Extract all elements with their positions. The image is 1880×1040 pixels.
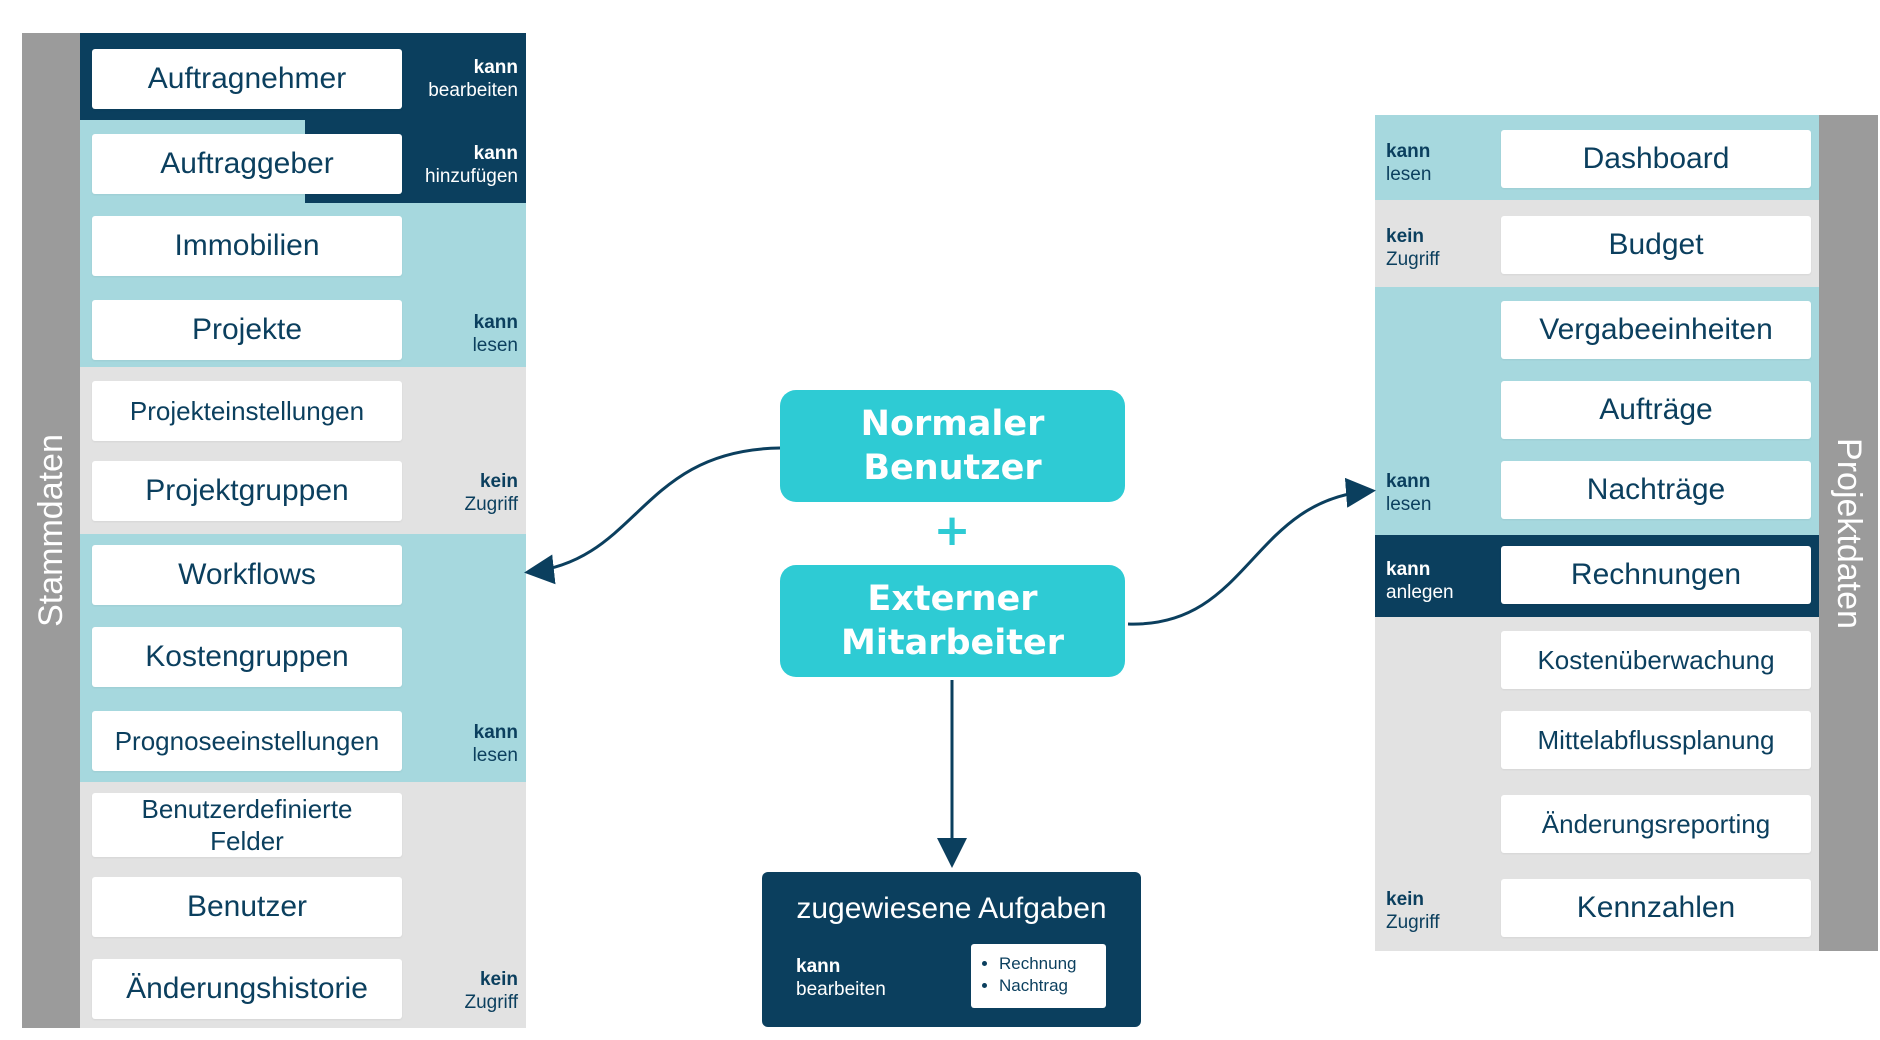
item-projektgruppen[interactable]: Projektgruppen — [92, 461, 402, 521]
item-auftraege[interactable]: Aufträge — [1501, 381, 1811, 439]
item-kennzahlen[interactable]: Kennzahlen — [1501, 879, 1811, 937]
item-aenderungsreporting[interactable]: Änderungsreporting — [1501, 795, 1811, 853]
stammdaten-sidebar: Stammdaten — [22, 33, 80, 1028]
item-workflows[interactable]: Workflows — [92, 545, 402, 605]
task-item-rechnung: Rechnung — [999, 953, 1106, 975]
item-projekteinstellungen[interactable]: Projekteinstellungen — [92, 381, 402, 441]
item-auftraggeber[interactable]: Auftraggeber — [92, 134, 402, 194]
assigned-tasks-list: Rechnung Nachtrag — [971, 944, 1106, 1008]
item-aenderungshistorie[interactable]: Änderungshistorie — [92, 959, 402, 1019]
item-nachtraege[interactable]: Nachträge — [1501, 461, 1811, 519]
item-mittelabflussplanung[interactable]: Mittelabflussplanung — [1501, 711, 1811, 769]
item-immobilien[interactable]: Immobilien — [92, 216, 402, 276]
item-benutzerdefinierte-felder[interactable]: Benutzerdefinierte Felder — [92, 793, 402, 857]
item-kostengruppen[interactable]: Kostengruppen — [92, 627, 402, 687]
projektdaten-sidebar: Projektdaten — [1819, 115, 1878, 951]
item-benutzer[interactable]: Benutzer — [92, 877, 402, 937]
item-auftragnehmer[interactable]: Auftragnehmer — [92, 49, 402, 109]
item-prognoseeinstellungen[interactable]: Prognoseeinstellungen — [92, 711, 402, 771]
role-normaler-benutzer[interactable]: Normaler Benutzer — [780, 390, 1125, 502]
role-externer-mitarbeiter[interactable]: Externer Mitarbeiter — [780, 565, 1125, 677]
plus-icon: + — [933, 505, 971, 556]
item-dashboard[interactable]: Dashboard — [1501, 130, 1811, 188]
item-rechnungen[interactable]: Rechnungen — [1501, 546, 1811, 604]
item-budget[interactable]: Budget — [1501, 216, 1811, 274]
item-vergabeeinheiten[interactable]: Vergabeeinheiten — [1501, 301, 1811, 359]
assigned-tasks-title: zugewiesene Aufgaben — [796, 892, 1107, 925]
item-projekte[interactable]: Projekte — [92, 300, 402, 360]
arrow-to-stammdaten — [524, 446, 781, 585]
task-item-nachtrag: Nachtrag — [999, 975, 1106, 997]
arrow-to-projektdaten — [1127, 477, 1376, 626]
item-kostenueberwachung[interactable]: Kostenüberwachung — [1501, 631, 1811, 689]
